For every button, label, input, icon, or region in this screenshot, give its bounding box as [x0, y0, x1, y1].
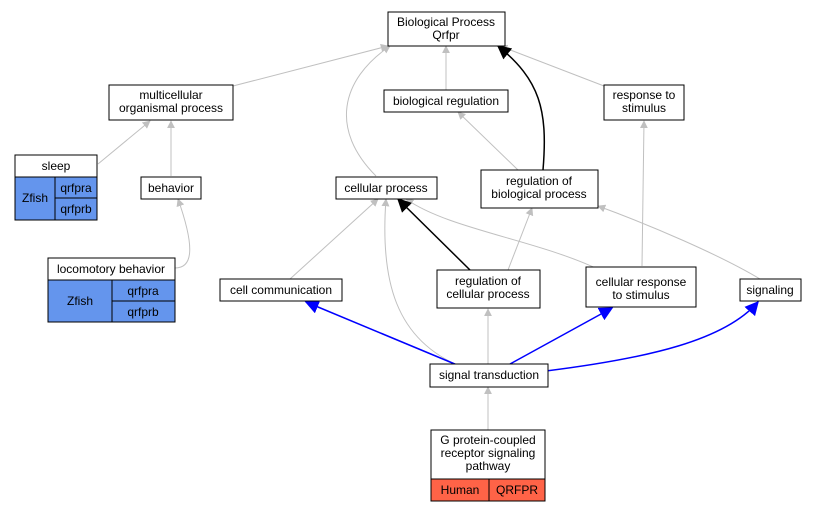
- node-sleep[interactable]: sleep: [14, 154, 98, 178]
- node-label-line1: signaling: [746, 283, 793, 297]
- node-label-line2: biological process: [491, 187, 586, 201]
- edge-signal-to-cellresp: [509, 307, 614, 365]
- node-locomotory-behavior[interactable]: locomotory behavior: [47, 257, 176, 281]
- node-biological-regulation[interactable]: biological regulation: [383, 89, 509, 113]
- species-label: Zfish: [22, 191, 48, 205]
- edge-signal-to-cellular: [381, 198, 463, 368]
- node-label-line2: to stimulus: [612, 288, 669, 302]
- node-label-line1: behavior: [148, 181, 194, 195]
- gene-label: qrfprb: [60, 202, 92, 216]
- edge-locomotory-to-behavior: [174, 198, 191, 269]
- edge-cellular-to-root: [345, 45, 391, 177]
- node-label-line1: cellular response: [596, 275, 687, 289]
- edge-cellresp-to-response: [639, 120, 648, 267]
- edge-regcell-to-regbio: [507, 207, 534, 271]
- node-regulation-of-cellular-process[interactable]: regulation of cellular process: [436, 269, 541, 309]
- node-response-to-stimulus[interactable]: response to stimulus: [603, 84, 685, 121]
- node-label-line1: multicellular: [139, 88, 202, 102]
- node-label-line1: signal transduction: [439, 368, 539, 382]
- gene-label: qrfprb: [127, 305, 159, 319]
- edge-sleep-to-multicellular: [97, 120, 151, 165]
- gpcr-annotation-table: Human QRFPR: [430, 478, 546, 502]
- node-label-line1: regulation of: [506, 174, 573, 188]
- edge-regcell-to-cellular: [397, 198, 471, 271]
- node-label-line2: stimulus: [622, 101, 666, 115]
- edge-signaling-to-regbio: [597, 204, 761, 280]
- node-cellular-response-to-stimulus[interactable]: cellular response to stimulus: [585, 266, 697, 308]
- edge-response-to-root: [499, 44, 605, 87]
- node-label-line2: organismal process: [119, 101, 223, 115]
- edge-regbio-to-root: [496, 45, 546, 171]
- node-label-line1: response to: [613, 88, 676, 102]
- edge-signal-to-signaling: [545, 300, 759, 372]
- locomotory-annotation-table: Zfish qrfpra qrfprb: [47, 279, 176, 323]
- edge-cellresp-to-cellular: [405, 198, 605, 273]
- node-label-line1: cell communication: [230, 283, 332, 297]
- node-label-line2: receptor signaling: [441, 446, 536, 460]
- node-regulation-of-biological-process[interactable]: regulation of biological process: [480, 169, 599, 209]
- edge-multicellular-to-root: [232, 43, 389, 87]
- node-label: sleep: [42, 159, 71, 173]
- edges: [97, 43, 761, 430]
- node-label-line1: regulation of: [455, 274, 522, 288]
- edge-regbio-to-bioreg: [457, 111, 519, 171]
- node-label-line2: Qrfpr: [432, 28, 459, 42]
- node-label-line2: cellular process: [446, 287, 529, 301]
- gene-label: qrfpra: [127, 284, 159, 298]
- node-label-line3: pathway: [466, 459, 511, 473]
- node-label-line1: Biological Process: [397, 15, 495, 29]
- node-gpcr-signaling-pathway[interactable]: G protein-coupled receptor signaling pat…: [430, 429, 546, 480]
- node-label-line1: cellular process: [344, 181, 427, 195]
- node-label-line1: G protein-coupled: [440, 433, 535, 447]
- edge-signal-to-cellcomm: [304, 300, 463, 368]
- gene-label: qrfpra: [60, 181, 92, 195]
- node-biological-process[interactable]: Biological Process Qrfpr: [387, 11, 506, 47]
- node-label: locomotory behavior: [57, 262, 165, 276]
- node-signaling[interactable]: signaling: [739, 278, 802, 302]
- species-label: Zfish: [67, 294, 93, 308]
- edge-cellcomm-to-cellular: [289, 198, 379, 280]
- species-label: Human: [441, 483, 480, 497]
- sleep-annotation-table: Zfish qrfpra qrfprb: [14, 176, 98, 221]
- node-cell-communication[interactable]: cell communication: [219, 278, 343, 302]
- node-signal-transduction[interactable]: signal transduction: [429, 363, 549, 388]
- node-multicellular-organismal-process[interactable]: multicellular organismal process: [108, 84, 234, 121]
- node-label-line1: biological regulation: [393, 94, 499, 108]
- gene-label: QRFPR: [496, 483, 538, 497]
- node-behavior[interactable]: behavior: [140, 176, 202, 200]
- node-cellular-process[interactable]: cellular process: [335, 176, 438, 200]
